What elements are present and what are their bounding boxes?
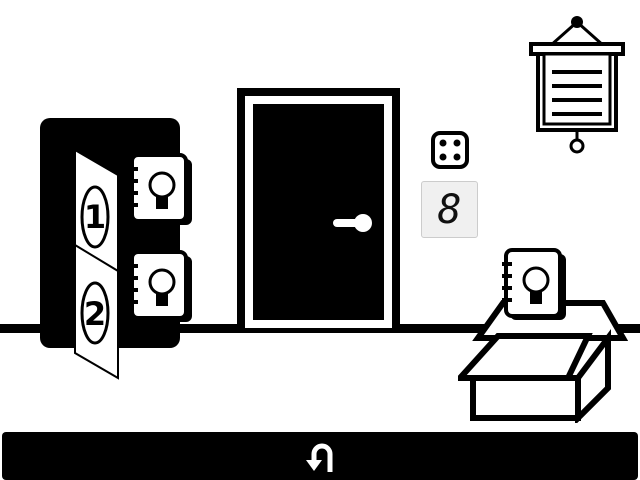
- floor-line: [0, 324, 640, 333]
- bottom-navigation-bar: [2, 432, 638, 480]
- lightbulb-icon: [148, 171, 176, 199]
- door-panel: [253, 104, 384, 320]
- hint-notebook-2[interactable]: [128, 250, 194, 326]
- cabinet-door-1-label: 1: [84, 198, 106, 236]
- cabinet-door-2-label: 2: [84, 295, 106, 333]
- exit-door[interactable]: [237, 88, 400, 328]
- door-frame: [245, 96, 392, 328]
- lightbulb-icon: [522, 266, 550, 294]
- back-arrow-icon[interactable]: [300, 440, 340, 474]
- cabinet-open-doors[interactable]: 1 2: [70, 145, 125, 385]
- hint-notebook-1[interactable]: [128, 153, 194, 229]
- digit-display[interactable]: 8: [421, 181, 478, 238]
- dice-icon[interactable]: [430, 130, 470, 170]
- cabinet-door-2[interactable]: [74, 243, 119, 380]
- door-knob[interactable]: [333, 214, 373, 232]
- hint-notebook-3[interactable]: [502, 248, 568, 324]
- hanging-note-board[interactable]: [528, 14, 626, 156]
- lightbulb-icon: [148, 268, 176, 296]
